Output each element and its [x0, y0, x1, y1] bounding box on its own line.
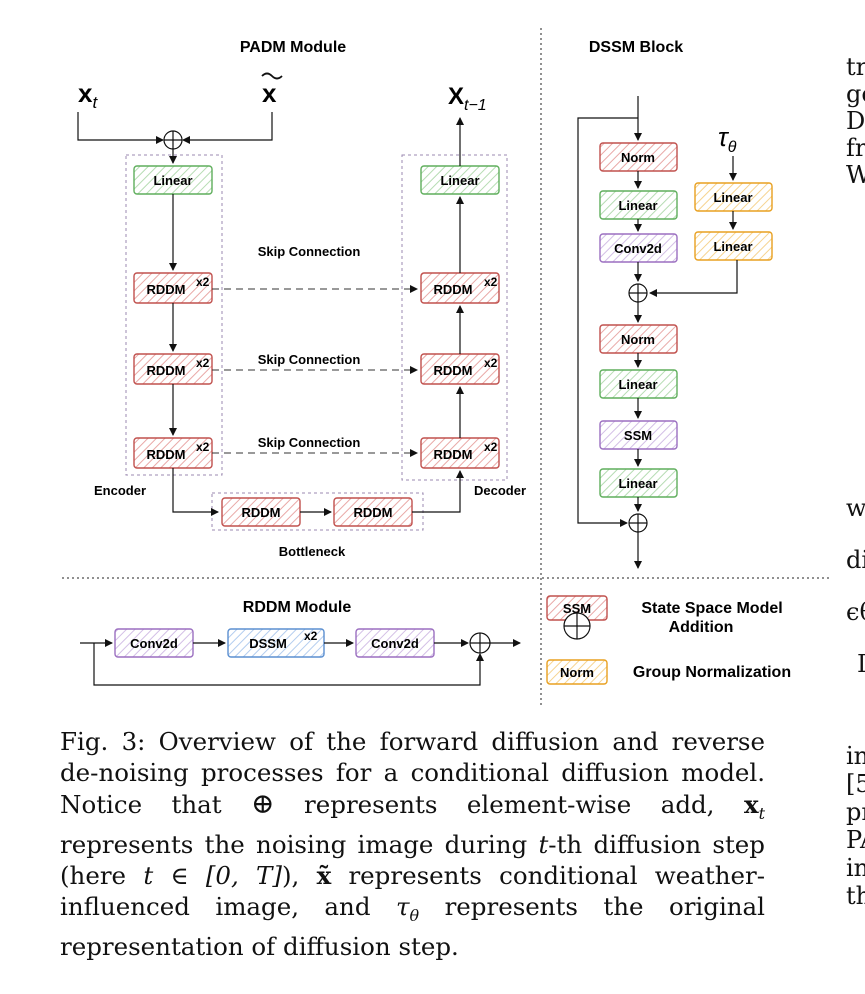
margin-text-13: PA	[846, 826, 865, 854]
caption-tau: τθ	[395, 891, 420, 925]
dssm-add-node-2	[628, 513, 648, 533]
caption-part-6: represents conditional weather-influence…	[60, 860, 766, 921]
margin-text-9: I	[857, 650, 865, 678]
caption-xtilde: x̃	[316, 860, 332, 890]
encoder-rddm-mult-3: x2	[196, 440, 210, 454]
encoder-rddm-label-1: RDDM	[147, 282, 186, 297]
decoder-rddm-mult-3: x2	[484, 440, 498, 454]
input-xtilde-label: x	[262, 78, 277, 108]
skip-connection-label-3: Skip Connection	[258, 435, 361, 450]
legend-norm-symbol: Norm	[560, 665, 594, 680]
margin-text-3: D	[846, 107, 865, 135]
caption-part-1: Fig. 3: Overview of the forward diffusio…	[60, 727, 773, 819]
decoder-rddm-mult-2: x2	[484, 356, 498, 370]
decoder-rddm-mult-1: x2	[484, 275, 498, 289]
output-label: Xt−1	[448, 83, 487, 114]
edge-enc-to-bottleneck	[172, 468, 219, 516]
legend-norm-swatch	[546, 659, 608, 685]
dssm-side-linear-block-2	[694, 231, 773, 261]
skip-connection-label-2: Skip Connection	[258, 352, 361, 367]
caption-part-2: represents element-wise add,	[274, 790, 744, 819]
dssm-add-node-1	[628, 283, 648, 303]
decoder-rddm-label-3: RDDM	[434, 447, 473, 462]
encoder-label: Encoder	[94, 483, 146, 498]
decoder-linear-label: Linear	[440, 173, 479, 188]
margin-text-14: in	[846, 854, 865, 882]
dssm-norm-label-1: Norm	[621, 150, 655, 165]
margin-text-10: in	[846, 742, 865, 770]
decoder-rddm-label-1: RDDM	[434, 282, 473, 297]
legend-ssm-label: State Space Model	[641, 600, 782, 617]
margin-text-4: fr	[846, 134, 865, 162]
bottleneck-rddm-label-1: RDDM	[242, 505, 281, 520]
decoder-group	[401, 154, 508, 481]
skip-connection-label-1: Skip Connection	[258, 244, 361, 259]
margin-text-2: ge	[846, 80, 865, 108]
dssm-title: DSSM Block	[589, 39, 683, 56]
bottleneck-label: Bottleneck	[279, 544, 346, 559]
decoder-rddm-label-2: RDDM	[434, 363, 473, 378]
encoder-group	[125, 154, 223, 476]
margin-text-12: pr	[846, 798, 865, 826]
caption-part-3: represents the noising image during	[60, 790, 773, 859]
padm-title: PADM Module	[240, 39, 346, 56]
caption-part-4: -th diffusion step (here	[60, 829, 773, 890]
encoder-rddm-mult-1: x2	[196, 275, 210, 289]
decoder-label: Decoder	[474, 483, 526, 498]
caption-range: t ∈ [0, T]	[143, 860, 282, 890]
padm-add-node	[163, 130, 183, 150]
legend-ssm-symbol: SSM	[563, 601, 591, 616]
dssm-linear-label-3: Linear	[618, 476, 657, 491]
edge-bottleneck-to-dec	[412, 470, 464, 513]
rddm-dssm-mult: x2	[304, 629, 318, 643]
dssm-conv2d-label: Conv2d	[614, 241, 662, 256]
encoder-rddm-label-2: RDDM	[147, 363, 186, 378]
tilde-mark	[261, 72, 283, 80]
rddm-conv2d-label-1: Conv2d	[130, 636, 178, 651]
edge-xt-to-add	[77, 112, 164, 144]
dssm-norm-label-2: Norm	[621, 332, 655, 347]
margin-text-8: ϵθ	[846, 598, 865, 626]
dssm-ssm-label: SSM	[624, 428, 652, 443]
encoder-rddm-label-3: RDDM	[147, 447, 186, 462]
encoder-linear-label: Linear	[153, 173, 192, 188]
dssm-linear-label-1: Linear	[618, 198, 657, 213]
rddm-add-node	[469, 632, 491, 654]
bottleneck-rddm-label-2: RDDM	[354, 505, 393, 520]
rddm-dssm-label: DSSM	[249, 636, 287, 651]
dssm-tau-label: τθ	[718, 122, 737, 156]
caption-t: t	[538, 829, 549, 859]
legend-addition-label: Addition	[669, 619, 734, 636]
edge-rddm-residual	[93, 643, 484, 686]
input-xt-label: xt	[78, 78, 98, 112]
caption-part-7: represents the original representation o…	[60, 891, 773, 961]
margin-text-5: W	[846, 161, 865, 189]
legend-addition-symbol	[563, 612, 591, 640]
dssm-side-linear-label-2: Linear	[713, 239, 752, 254]
margin-text-1: tra	[846, 53, 865, 81]
margin-text-15: th	[846, 882, 865, 910]
legend-norm-label: Group Normalization	[633, 664, 791, 681]
caption-part-5: ),	[281, 860, 317, 890]
margin-text-11: [5	[846, 770, 865, 798]
rddm-module-title: RDDM Module	[243, 599, 352, 616]
encoder-rddm-mult-2: x2	[196, 356, 210, 370]
edge-side-to-add	[649, 260, 738, 297]
dssm-side-linear-label-1: Linear	[713, 190, 752, 205]
edge-xtilde-to-add	[182, 112, 273, 144]
dssm-linear-label-2: Linear	[618, 377, 657, 392]
margin-text-6: w	[846, 494, 865, 522]
caption-xt: xt	[743, 790, 765, 823]
caption-oplus: ⊕	[251, 787, 275, 820]
edge-dssm-residual	[577, 117, 638, 527]
margin-text-7: di	[846, 546, 865, 574]
rddm-conv2d-label-2: Conv2d	[371, 636, 419, 651]
figure-caption: Fig. 3: Overview of the forward diffusio…	[60, 726, 765, 962]
